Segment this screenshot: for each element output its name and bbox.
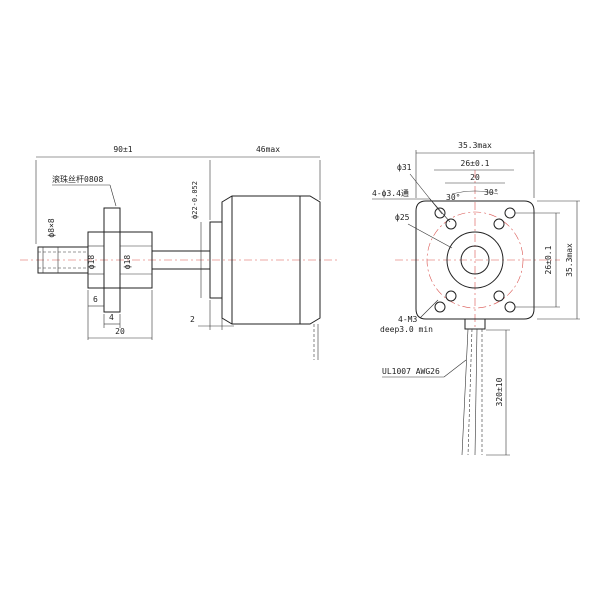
mount-hole (504, 207, 516, 219)
nut-diameter-b-label: ф18 (123, 255, 132, 270)
boss-label: ф25 (395, 213, 410, 222)
shaft-circle (460, 245, 490, 275)
screw-diameter-label: ф8×8 (47, 218, 56, 237)
dim-total-length: 90±1 (113, 145, 132, 154)
dim-height-label: 35.3max (565, 243, 574, 277)
dim-6-label: 6 (93, 295, 98, 304)
bolt-circle-label: ф31 (397, 163, 412, 172)
cable-outlet (464, 318, 486, 330)
dim-motor-length: 46max (256, 145, 280, 154)
front-view: 35.3max 26±0.1 20 30° 30° ф31 4-ф3.4通 ф2… (372, 141, 580, 456)
angle-left-label: 30° (446, 193, 460, 202)
mount-hole (504, 301, 516, 313)
through-holes-label: 4-ф3.4通 (372, 188, 409, 198)
tapped-holes-label: 4-M3 (398, 315, 417, 324)
motor-flange (415, 200, 535, 320)
motor-body (221, 195, 321, 325)
dim-inner-label: 20 (470, 173, 480, 182)
tapped-hole (493, 218, 505, 230)
tapped-hole (493, 290, 505, 302)
bolt-circle (426, 211, 524, 309)
boss-circle (446, 231, 504, 289)
wire-length-label: 320±10 (495, 377, 504, 406)
nut-diameter-a-label: ф18 (87, 255, 96, 270)
mount-hole (434, 301, 446, 313)
dim-hole-y-label: 26±0.1 (544, 245, 553, 274)
side-view: 90±1 46max 滚珠丝杆0808 ф8×8 ф18 ф18 ф22-0.0… (20, 145, 340, 360)
dim-hole-x-label: 26±0.1 (461, 159, 490, 168)
tap-depth-label: deep3.0 min (380, 325, 433, 334)
dim-width-label: 35.3max (458, 141, 492, 150)
boss-diameter-label: ф22-0.052 (191, 181, 199, 219)
dim-4-label: 4 (109, 313, 114, 322)
lead-screw-label: 滚珠丝杆0808 (52, 174, 103, 184)
tapped-hole (445, 218, 457, 230)
dim-2-label: 2 (190, 315, 195, 324)
tapped-hole (445, 290, 457, 302)
mount-hole (434, 207, 446, 219)
wire-spec-label: UL1007 AWG26 (382, 367, 440, 376)
dim-20-label: 20 (115, 327, 125, 336)
cable (461, 328, 469, 456)
nut-flange (103, 207, 121, 313)
